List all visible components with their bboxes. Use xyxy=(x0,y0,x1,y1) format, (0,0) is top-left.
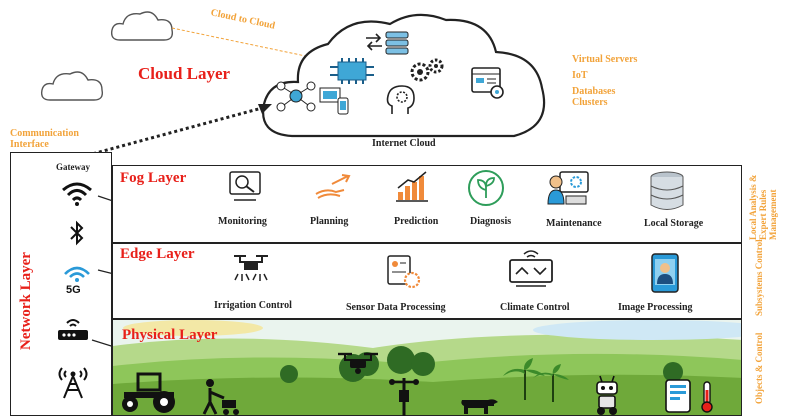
small-cloud-icon-top xyxy=(110,11,174,41)
gears-icon xyxy=(410,58,444,82)
cloud-service-virtual-servers: Virtual Servers xyxy=(572,54,638,65)
antenna-tower-icon xyxy=(58,367,88,399)
edge-item-climate-control: Climate Control xyxy=(500,302,570,313)
prediction-chart-icon xyxy=(396,171,428,202)
fog-item-planning: Planning xyxy=(310,216,349,227)
edge-layer-panel xyxy=(112,243,742,319)
5g-label: 5G xyxy=(66,284,81,296)
fog-item-prediction: Prediction xyxy=(394,216,439,227)
database-server-icon xyxy=(385,31,409,55)
sync-arrows-icon xyxy=(366,33,382,51)
cow-icon xyxy=(461,399,498,414)
physical-side-label: Objects & Control xyxy=(754,332,764,404)
planning-icon xyxy=(315,174,351,199)
dashboard-settings-icon xyxy=(471,67,504,99)
wifi-icon xyxy=(62,182,92,206)
thermometer-icon xyxy=(701,381,713,413)
smartphone-app-icon xyxy=(665,379,691,413)
drone-icon xyxy=(338,352,378,374)
bluetooth-icon xyxy=(70,220,84,246)
physical-layer-panel xyxy=(112,319,742,416)
small-cloud-icon-left xyxy=(40,71,104,101)
gateway-to-cloud-arrow xyxy=(69,104,272,162)
cloud-layer-title: Cloud Layer xyxy=(138,64,231,83)
physical-layer-title: Physical Layer xyxy=(122,327,218,343)
edge-layer-title: Edge Layer xyxy=(120,246,195,262)
fog-item-monitoring: Monitoring xyxy=(218,216,267,227)
cloud-service-clusters: Clusters xyxy=(572,97,608,108)
weather-station-icon xyxy=(389,378,419,416)
edge-item-sensor-data-processing: Sensor Data Processing xyxy=(346,302,446,313)
farm-landscape-illustration xyxy=(113,320,741,415)
5g-signal-icon xyxy=(64,266,90,282)
monitoring-icon xyxy=(229,171,261,201)
robot-icon xyxy=(596,375,618,415)
cloud-service-iot: IoT xyxy=(572,70,588,81)
climate-control-icon xyxy=(509,250,553,287)
farmer-sprayer-icon xyxy=(202,379,239,415)
fog-side-label: Local Analysis & Expert Rules Management xyxy=(748,174,778,240)
fog-item-diagnosis: Diagnosis xyxy=(470,216,512,227)
tractor-icon xyxy=(122,372,175,413)
router-icon xyxy=(58,319,88,340)
edge-item-image-processing: Image Processing xyxy=(618,302,693,313)
cloud-service-databases: Databases xyxy=(572,86,616,97)
processor-chip-icon xyxy=(330,58,374,84)
cloud-to-cloud-connector xyxy=(171,27,316,59)
devices-icon xyxy=(319,87,349,115)
fog-item-maintenance: Maintenance xyxy=(546,218,602,229)
sensor-data-processing-icon xyxy=(387,255,421,289)
network-layer-title: Network Layer xyxy=(18,252,34,350)
ai-head-icon xyxy=(386,85,415,114)
communication-interface-label-1: Communication xyxy=(10,128,79,139)
network-nodes-icon xyxy=(276,81,316,112)
local-storage-database-icon xyxy=(650,171,684,210)
fog-layer-panel xyxy=(112,165,742,243)
diagnosis-icon xyxy=(468,170,504,206)
maintenance-icon xyxy=(547,171,589,205)
image-processing-icon xyxy=(651,253,679,293)
edge-side-label: Subsystems Control xyxy=(754,239,764,316)
fog-layer-title: Fog Layer xyxy=(120,170,187,186)
communication-interface-label-2: Interface xyxy=(10,139,49,150)
internet-cloud-shape xyxy=(262,13,546,138)
edge-item-irrigation-control: Irrigation Control xyxy=(214,300,292,311)
fog-item-local-storage: Local Storage xyxy=(644,218,704,229)
irrigation-drone-icon xyxy=(234,255,268,281)
internet-cloud-label: Internet Cloud xyxy=(372,138,436,149)
gateway-label: Gateway xyxy=(56,162,90,172)
